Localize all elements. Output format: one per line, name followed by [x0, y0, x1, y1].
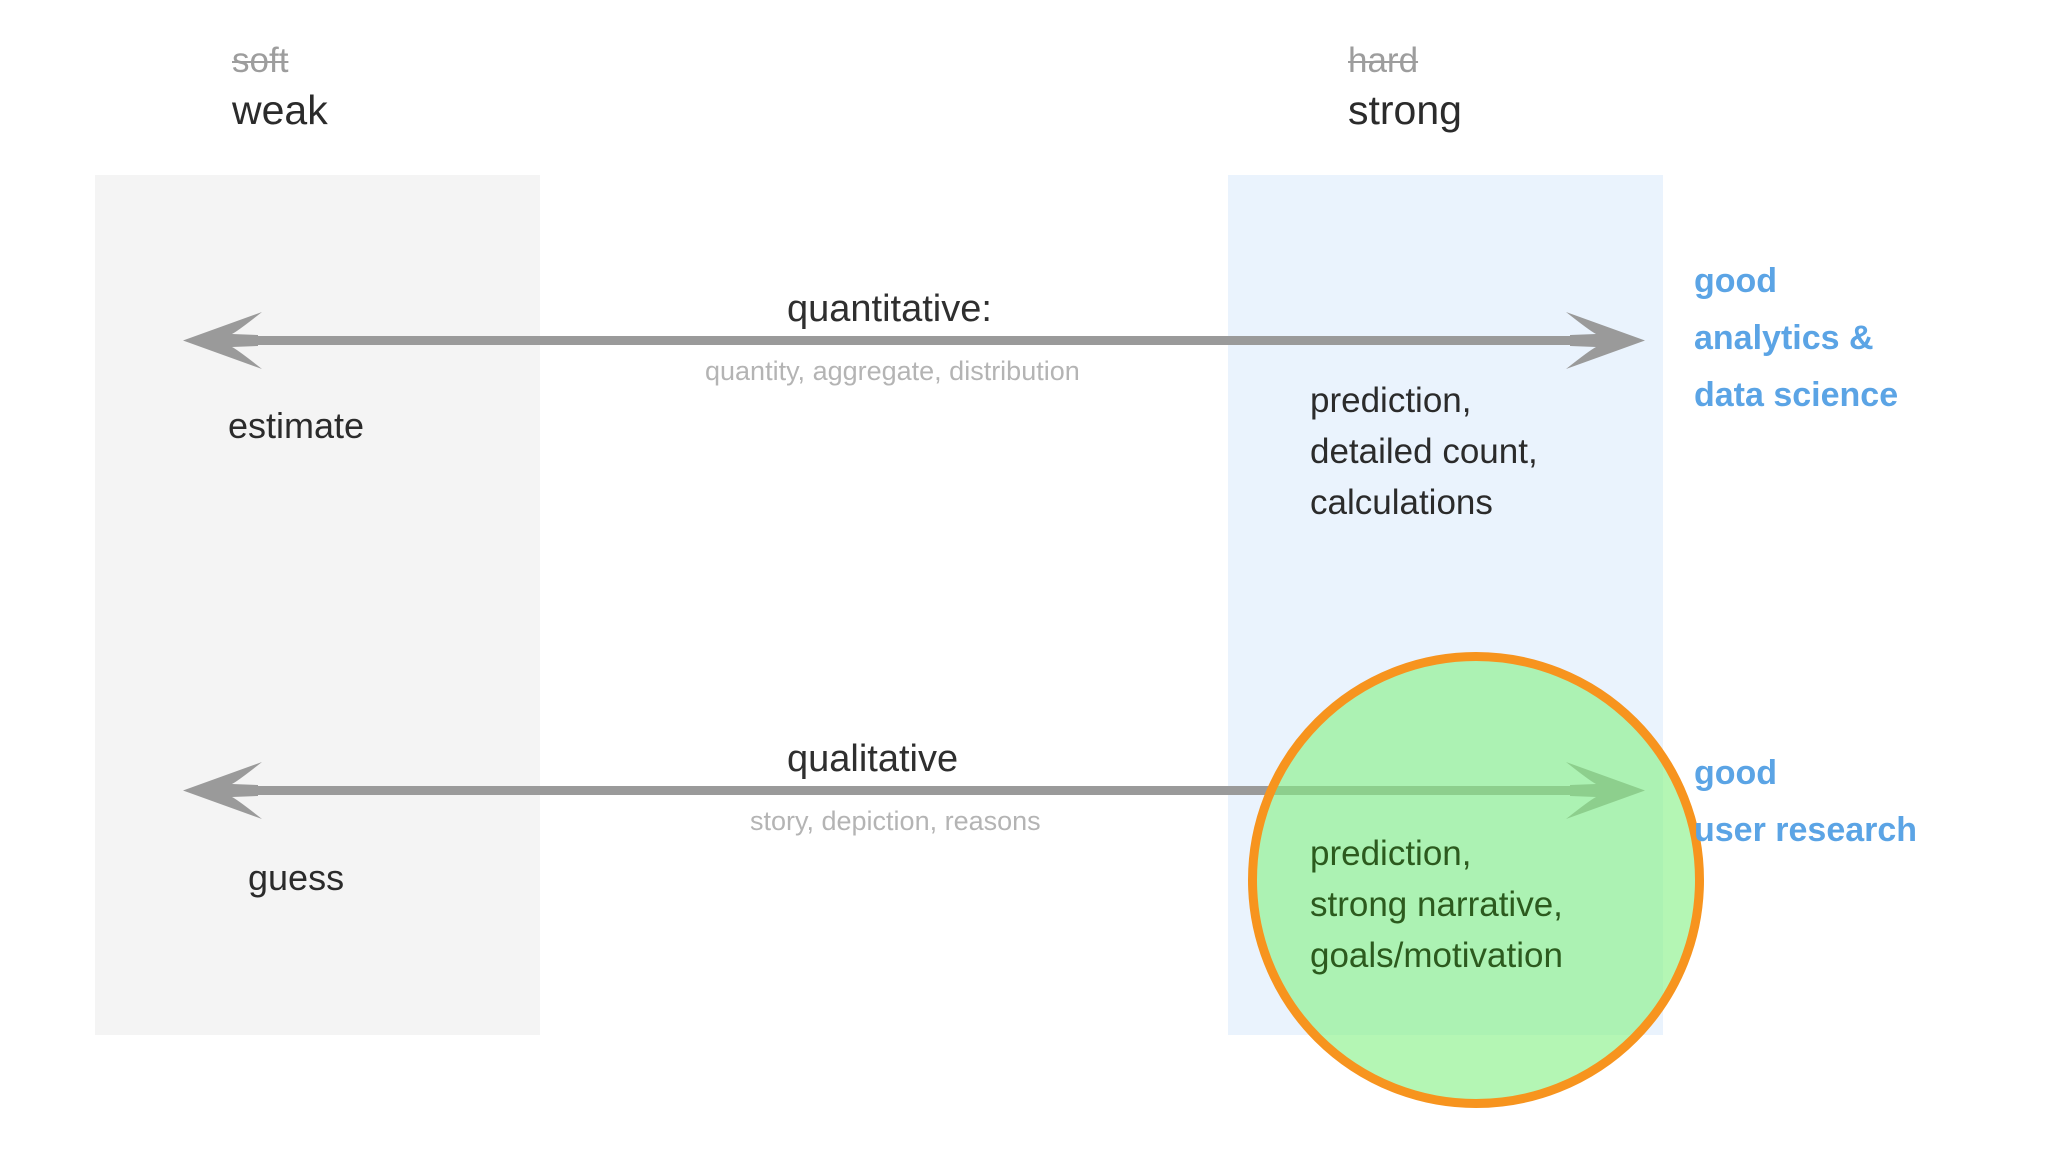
outcome-line: good — [1694, 262, 1778, 300]
column-header-weak: soft weak — [232, 38, 328, 136]
header-main-strong: strong — [1348, 87, 1462, 133]
header-struck-hard: hard — [1348, 41, 1419, 80]
outcome-user-research: good user research — [1694, 745, 1917, 859]
header-main-weak: weak — [232, 87, 328, 133]
caption-qualitative-sub: story, depiction, reasons — [750, 806, 1041, 836]
header-struck-soft: soft — [232, 41, 289, 80]
caption-qualitative: qualitative — [787, 738, 959, 780]
outcome-line: good — [1694, 754, 1778, 792]
detail-line: prediction, — [1310, 834, 1472, 873]
caption-quantitative: quantitative: — [787, 288, 992, 330]
outcome-line: data science — [1694, 376, 1899, 414]
outcome-line: user research — [1694, 811, 1918, 849]
detail-line: detailed count, — [1310, 432, 1538, 471]
double-arrow-icon — [183, 312, 1645, 369]
band-weak-column — [95, 175, 540, 1035]
detail-qualitative: prediction, strong narrative, goals/moti… — [1310, 828, 1563, 981]
arrow-quantitative — [0, 282, 2048, 402]
detail-quantitative: prediction, detailed count, calculations — [1310, 375, 1538, 528]
detail-line: strong narrative, — [1310, 885, 1563, 924]
label-guess: guess — [248, 857, 345, 898]
column-header-strong: hard strong — [1348, 38, 1462, 136]
detail-line: prediction, — [1310, 381, 1472, 420]
detail-line: calculations — [1310, 483, 1493, 522]
label-estimate: estimate — [228, 405, 365, 446]
detail-line: goals/motivation — [1310, 936, 1563, 975]
highlight-circle-user-research — [1248, 652, 1704, 1108]
outcome-line: analytics & — [1694, 319, 1874, 357]
caption-quantitative-sub: quantity, aggregate, distribution — [705, 356, 1080, 386]
outcome-analytics-data-science: good analytics & data science — [1694, 253, 1898, 424]
